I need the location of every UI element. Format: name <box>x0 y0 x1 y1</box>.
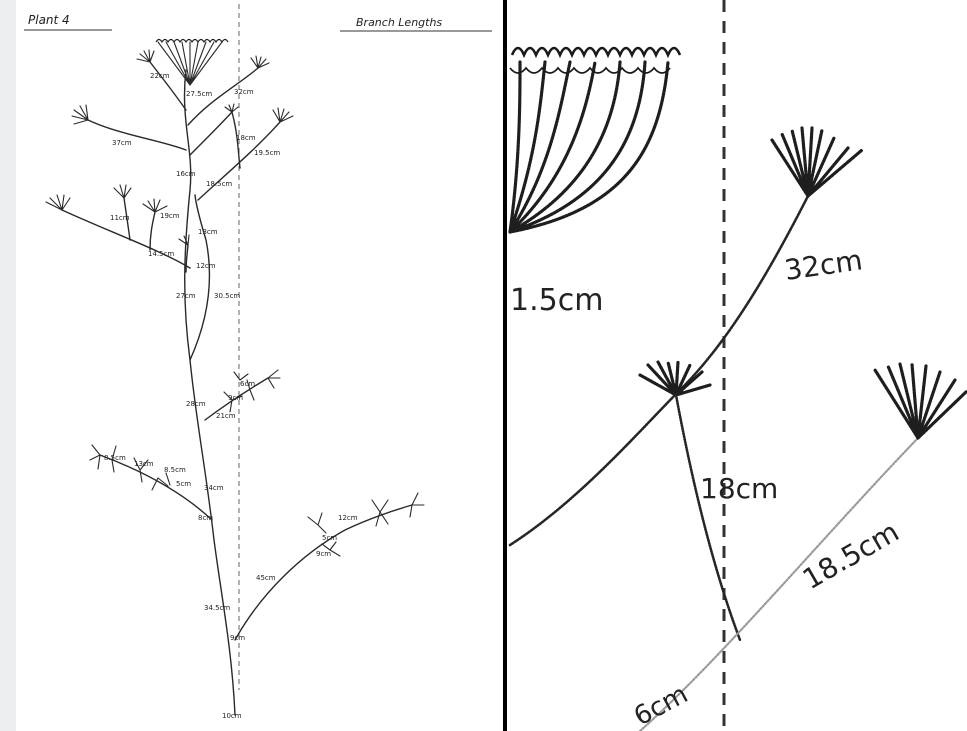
label-19cm: 19cm <box>160 212 180 220</box>
zoom-label-18cm: 18cm <box>700 472 778 505</box>
sheet-title: Plant 4 <box>28 13 70 27</box>
zoom-label-1-5cm: 1.5cm <box>510 283 603 318</box>
label-22cm: 22cm <box>150 72 170 80</box>
label-12cm: 12cm <box>196 262 216 270</box>
overview-paper <box>16 0 504 731</box>
label-27cm: 27cm <box>176 292 196 300</box>
label-14-5cm: 14.5cm <box>148 250 174 258</box>
label-9cm-c: 9cm <box>230 634 245 642</box>
label-5cm: 5cm <box>176 480 191 488</box>
label-21cm: 21cm <box>216 412 236 420</box>
label-27-5cm: 27.5cm <box>186 90 212 98</box>
overview-panel: Plant 4 Branch Lengths <box>16 0 504 731</box>
label-32cm: 32cm <box>234 88 254 96</box>
zoom-panel: 1.5cm 32cm 18cm 18.5cm 6cm <box>507 0 967 731</box>
label-8-5cm-b: 8.5cm <box>164 466 186 474</box>
label-13cm-low: 13cm <box>134 460 154 468</box>
label-11cm: 11cm <box>110 214 130 222</box>
label-9cm: 9cm <box>228 394 243 402</box>
label-18cm: 18cm <box>236 134 256 142</box>
label-18-5cm: 18.5cm <box>206 180 232 188</box>
label-13cm: 13cm <box>198 228 218 236</box>
label-30-5cm: 30.5cm <box>214 292 240 300</box>
label-34-5cm: 34.5cm <box>204 604 230 612</box>
label-12cm-low: 12cm <box>338 514 358 522</box>
zoom-paper <box>507 0 967 731</box>
label-34cm: 34cm <box>204 484 224 492</box>
label-8-5cm: 8.5cm <box>104 454 126 462</box>
label-8cm: 8cm <box>198 514 213 522</box>
panel-divider <box>503 0 507 731</box>
label-5cm-b: 5cm <box>322 534 337 542</box>
label-28cm: 28cm <box>186 400 206 408</box>
label-37cm: 37cm <box>112 139 132 147</box>
label-10cm: 10cm <box>222 712 242 720</box>
label-19-5cm: 19.5cm <box>254 149 280 157</box>
label-6cm: 6cm <box>240 380 255 388</box>
label-9cm-b: 9cm <box>316 550 331 558</box>
label-16cm: 16cm <box>176 170 196 178</box>
sheet-subtitle: Branch Lengths <box>356 16 442 29</box>
label-45cm: 45cm <box>256 574 276 582</box>
